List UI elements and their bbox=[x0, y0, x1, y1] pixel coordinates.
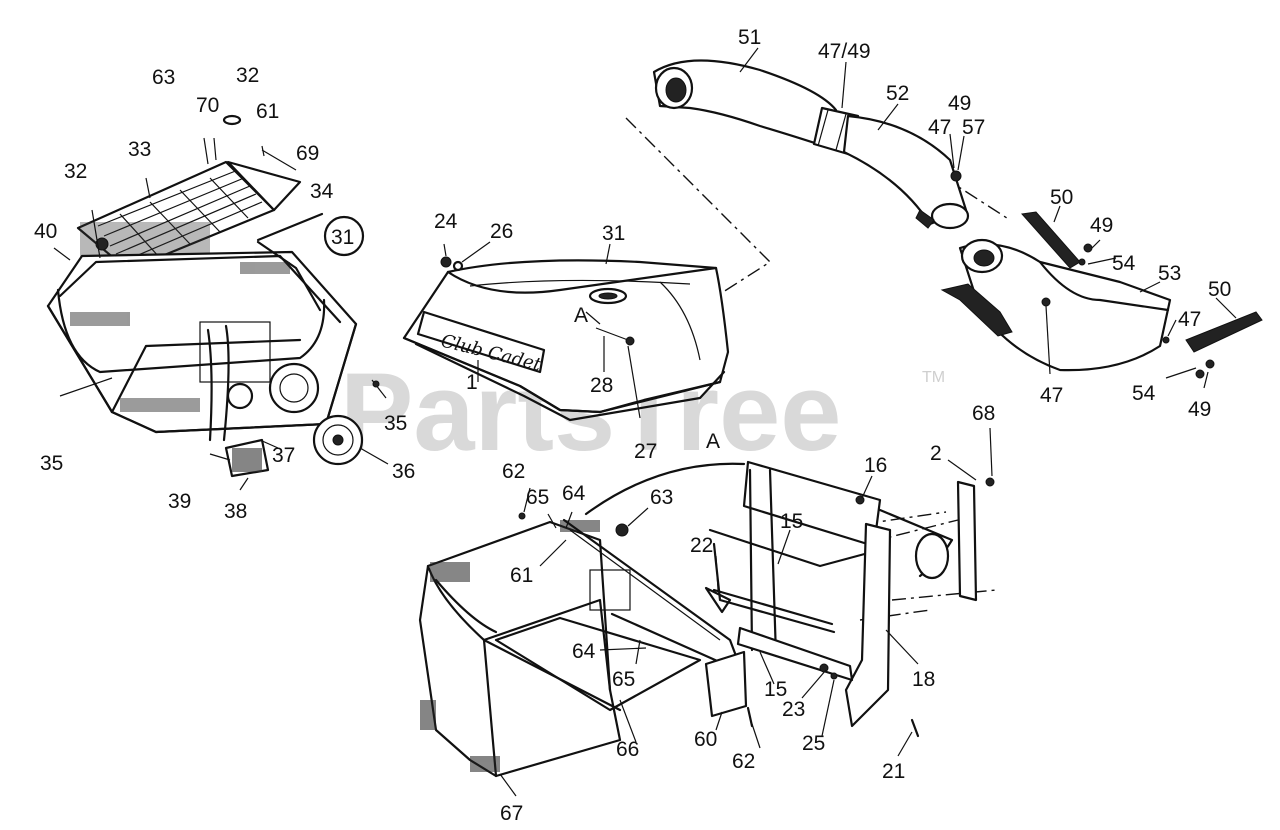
pin-rod bbox=[595, 327, 629, 341]
callout-37: 37 bbox=[272, 444, 295, 467]
callout-53: 53 bbox=[1158, 262, 1181, 285]
callout-47-49: 47/49 bbox=[818, 40, 871, 63]
chute-lower bbox=[940, 238, 1172, 372]
callout-49: 49 bbox=[948, 92, 971, 115]
nut bbox=[1083, 243, 1093, 253]
callout-65: 65 bbox=[526, 486, 549, 509]
cable-rod bbox=[584, 462, 746, 516]
nut bbox=[440, 256, 452, 268]
callout-49: 49 bbox=[1188, 398, 1211, 421]
callout-36: 36 bbox=[392, 460, 415, 483]
callout-35: 35 bbox=[40, 452, 63, 475]
callout-39: 39 bbox=[168, 490, 191, 513]
callout-62: 62 bbox=[732, 750, 755, 773]
callout-69: 69 bbox=[296, 142, 319, 165]
callout-33: 33 bbox=[128, 138, 151, 161]
chute-middle bbox=[842, 114, 970, 230]
callout-66: 66 bbox=[616, 738, 639, 761]
callout-68: 68 bbox=[972, 402, 995, 425]
callout-50: 50 bbox=[1050, 186, 1073, 209]
callout-62: 62 bbox=[502, 460, 525, 483]
callout-49: 49 bbox=[1090, 214, 1113, 237]
callout-63: 63 bbox=[152, 66, 175, 89]
callout-54: 54 bbox=[1112, 252, 1136, 275]
callout-63: 63 bbox=[650, 486, 673, 509]
callout-34: 34 bbox=[310, 180, 334, 203]
callout-57: 57 bbox=[962, 116, 985, 139]
watermark-tm: TM bbox=[922, 369, 945, 386]
chute-upper bbox=[652, 59, 838, 150]
callout-64: 64 bbox=[572, 640, 596, 663]
deflector-bracket bbox=[1021, 211, 1263, 353]
callout-22: 22 bbox=[690, 534, 713, 557]
callout-47: 47 bbox=[928, 116, 951, 139]
callout-A: A bbox=[574, 304, 588, 327]
callout-26: 26 bbox=[490, 220, 513, 243]
hanger-frame bbox=[704, 460, 978, 728]
vent-grille bbox=[312, 414, 364, 466]
callout-23: 23 bbox=[782, 698, 805, 721]
callout-2: 2 bbox=[930, 442, 942, 465]
callout-54: 54 bbox=[1132, 382, 1156, 405]
callout-60: 60 bbox=[694, 728, 717, 751]
callout-28: 28 bbox=[590, 374, 613, 397]
callout-47: 47 bbox=[1178, 308, 1201, 331]
callout-70: 70 bbox=[196, 94, 219, 117]
callout-31-circle bbox=[323, 215, 365, 257]
callout-31: 31 bbox=[602, 222, 625, 245]
callout-15: 15 bbox=[764, 678, 787, 701]
bagger-frame-tray bbox=[46, 240, 387, 442]
side-bracket bbox=[704, 650, 748, 718]
callout-32: 32 bbox=[64, 160, 87, 183]
callout-16: 16 bbox=[864, 454, 887, 477]
callout-51: 51 bbox=[738, 26, 761, 49]
callout-21: 21 bbox=[882, 760, 905, 783]
callout-35: 35 bbox=[384, 412, 407, 435]
access-cover bbox=[224, 438, 270, 478]
callout-64: 64 bbox=[562, 482, 586, 505]
callout-25: 25 bbox=[802, 732, 825, 755]
callout-32: 32 bbox=[236, 64, 259, 87]
callout-24: 24 bbox=[434, 210, 458, 233]
callout-labels: 1 2 15 15 16 18 21 22 23 24 25 26 27 28 … bbox=[34, 26, 1231, 825]
callout-40: 40 bbox=[34, 220, 57, 243]
callout-15: 15 bbox=[780, 510, 803, 533]
callout-65: 65 bbox=[612, 668, 635, 691]
callout-1: 1 bbox=[466, 371, 478, 394]
bagger-cover: Club Cadet bbox=[402, 259, 730, 422]
callout-47: 47 bbox=[1040, 384, 1063, 407]
callout-67: 67 bbox=[500, 802, 523, 825]
callout-38: 38 bbox=[224, 500, 247, 523]
callout-50: 50 bbox=[1208, 278, 1231, 301]
callout-52: 52 bbox=[886, 82, 909, 105]
callout-18: 18 bbox=[912, 668, 935, 691]
callout-A: A bbox=[706, 430, 720, 453]
callout-61: 61 bbox=[510, 564, 533, 587]
callout-31-circled: 31 bbox=[331, 226, 354, 249]
washer bbox=[222, 114, 242, 126]
alignment-line bbox=[625, 117, 772, 295]
callout-27: 27 bbox=[634, 440, 657, 463]
grass-bag bbox=[418, 520, 622, 778]
callout-61: 61 bbox=[256, 100, 279, 123]
